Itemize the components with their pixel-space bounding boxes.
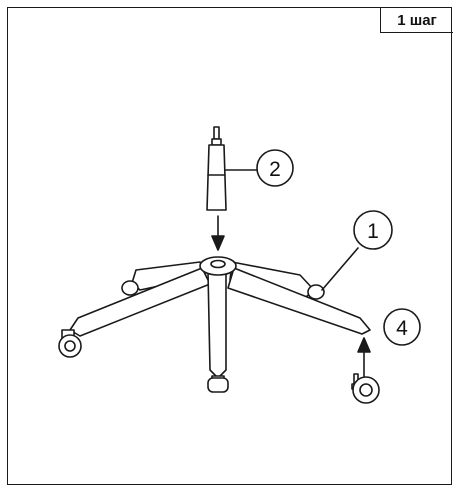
step-label: 1 шаг: [380, 8, 453, 33]
callout-1: 1: [321, 210, 393, 291]
callout-2: 2: [225, 149, 294, 187]
instruction-frame: [7, 7, 452, 485]
caster-front: [207, 375, 229, 393]
callout-2-number: 2: [269, 158, 281, 181]
callout-4: 4: [383, 308, 421, 346]
arrow-up-icon: [357, 337, 371, 377]
gas-lift: [206, 126, 227, 211]
arrow-down-icon: [211, 215, 225, 251]
caster: [351, 373, 380, 404]
chair-base: [69, 256, 371, 379]
callout-1-number: 1: [367, 220, 379, 243]
caster-front-left: [58, 329, 82, 358]
callout-4-number: 4: [396, 317, 408, 340]
